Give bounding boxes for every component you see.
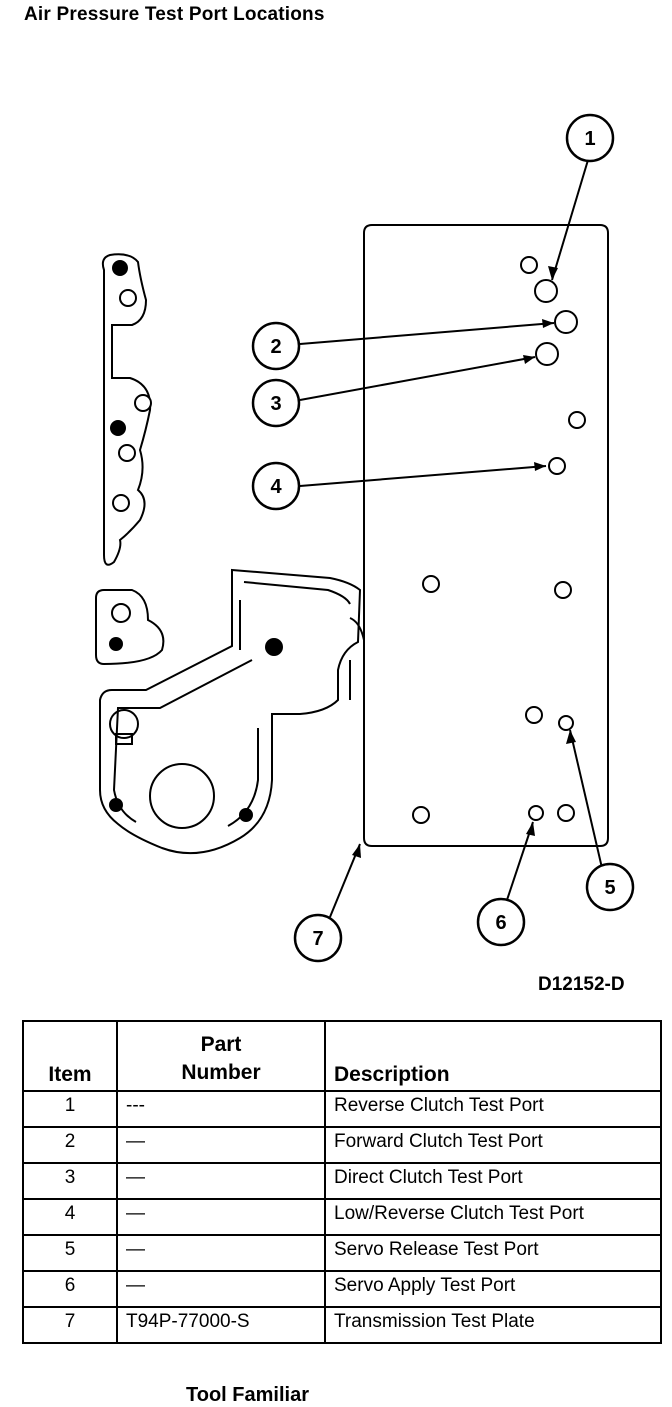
row-item: 4 (22, 1198, 118, 1236)
header-part-number: Part Number (116, 1020, 326, 1092)
header-item: Item (22, 1020, 118, 1092)
table-row: 6 — Servo Apply Test Port (22, 1270, 662, 1308)
table-row: 1 --- Reverse Clutch Test Port (22, 1090, 662, 1128)
row-description: Servo Release Test Port (324, 1234, 662, 1272)
partial-footer-text: Tool Familiar (186, 1384, 309, 1406)
row-part-number: — (116, 1234, 326, 1272)
row-item: 5 (22, 1234, 118, 1272)
row-part-number: — (116, 1162, 326, 1200)
leader-2 (299, 322, 555, 345)
callout-7: 7 (312, 928, 323, 950)
leader-4 (299, 465, 547, 487)
header-part-number-line1: Part (200, 1033, 242, 1056)
table-row: 7 T94P-77000-S Transmission Test Plate (22, 1306, 662, 1344)
leader-5 (569, 729, 603, 869)
table-header-row: Item Part Number Description (22, 1020, 662, 1092)
row-part-number: --- (116, 1090, 326, 1128)
test-port-diagram: 1 2 3 4 5 6 7 (95, 113, 635, 963)
callout-3: 3 (270, 393, 281, 415)
leader-7 (329, 843, 361, 918)
page-title: Air Pressure Test Port Locations (24, 4, 325, 25)
small-plate (95, 589, 165, 666)
leader-1 (551, 159, 589, 281)
callout-6: 6 (495, 912, 506, 934)
fluid-channel (239, 600, 365, 700)
test-plate (363, 224, 609, 847)
row-item: 1 (22, 1090, 118, 1128)
leader-3 (299, 356, 536, 401)
row-item: 2 (22, 1126, 118, 1164)
row-description: Reverse Clutch Test Port (324, 1090, 662, 1128)
table-row: 3 — Direct Clutch Test Port (22, 1162, 662, 1200)
row-part-number: — (116, 1270, 326, 1308)
table-row: 4 — Low/Reverse Clutch Test Port (22, 1198, 662, 1236)
leader-6 (506, 821, 534, 901)
valve-body-outline (99, 568, 362, 855)
row-description: Servo Apply Test Port (324, 1270, 662, 1308)
table-row: 5 — Servo Release Test Port (22, 1234, 662, 1272)
callout-2: 2 (270, 336, 281, 358)
table-row: 2 — Forward Clutch Test Port (22, 1126, 662, 1164)
row-description: Transmission Test Plate (324, 1306, 662, 1344)
callout-5: 5 (604, 877, 615, 899)
parts-table: Item Part Number Description 1 --- Rever… (22, 1020, 662, 1344)
row-description: Low/Reverse Clutch Test Port (324, 1198, 662, 1236)
row-description: Direct Clutch Test Port (324, 1162, 662, 1200)
row-part-number: — (116, 1126, 326, 1164)
callout-1: 1 (584, 128, 595, 150)
callout-4: 4 (270, 476, 282, 498)
header-part-number-line2: Number (181, 1061, 261, 1084)
header-description: Description (324, 1020, 662, 1092)
gasket-strip (101, 253, 152, 566)
row-item: 3 (22, 1162, 118, 1200)
row-description: Forward Clutch Test Port (324, 1126, 662, 1164)
row-item: 7 (22, 1306, 118, 1344)
diagram-code: D12152-D (538, 974, 625, 995)
row-item: 6 (22, 1270, 118, 1308)
row-part-number: T94P-77000-S (116, 1306, 326, 1344)
row-part-number: — (116, 1198, 326, 1236)
